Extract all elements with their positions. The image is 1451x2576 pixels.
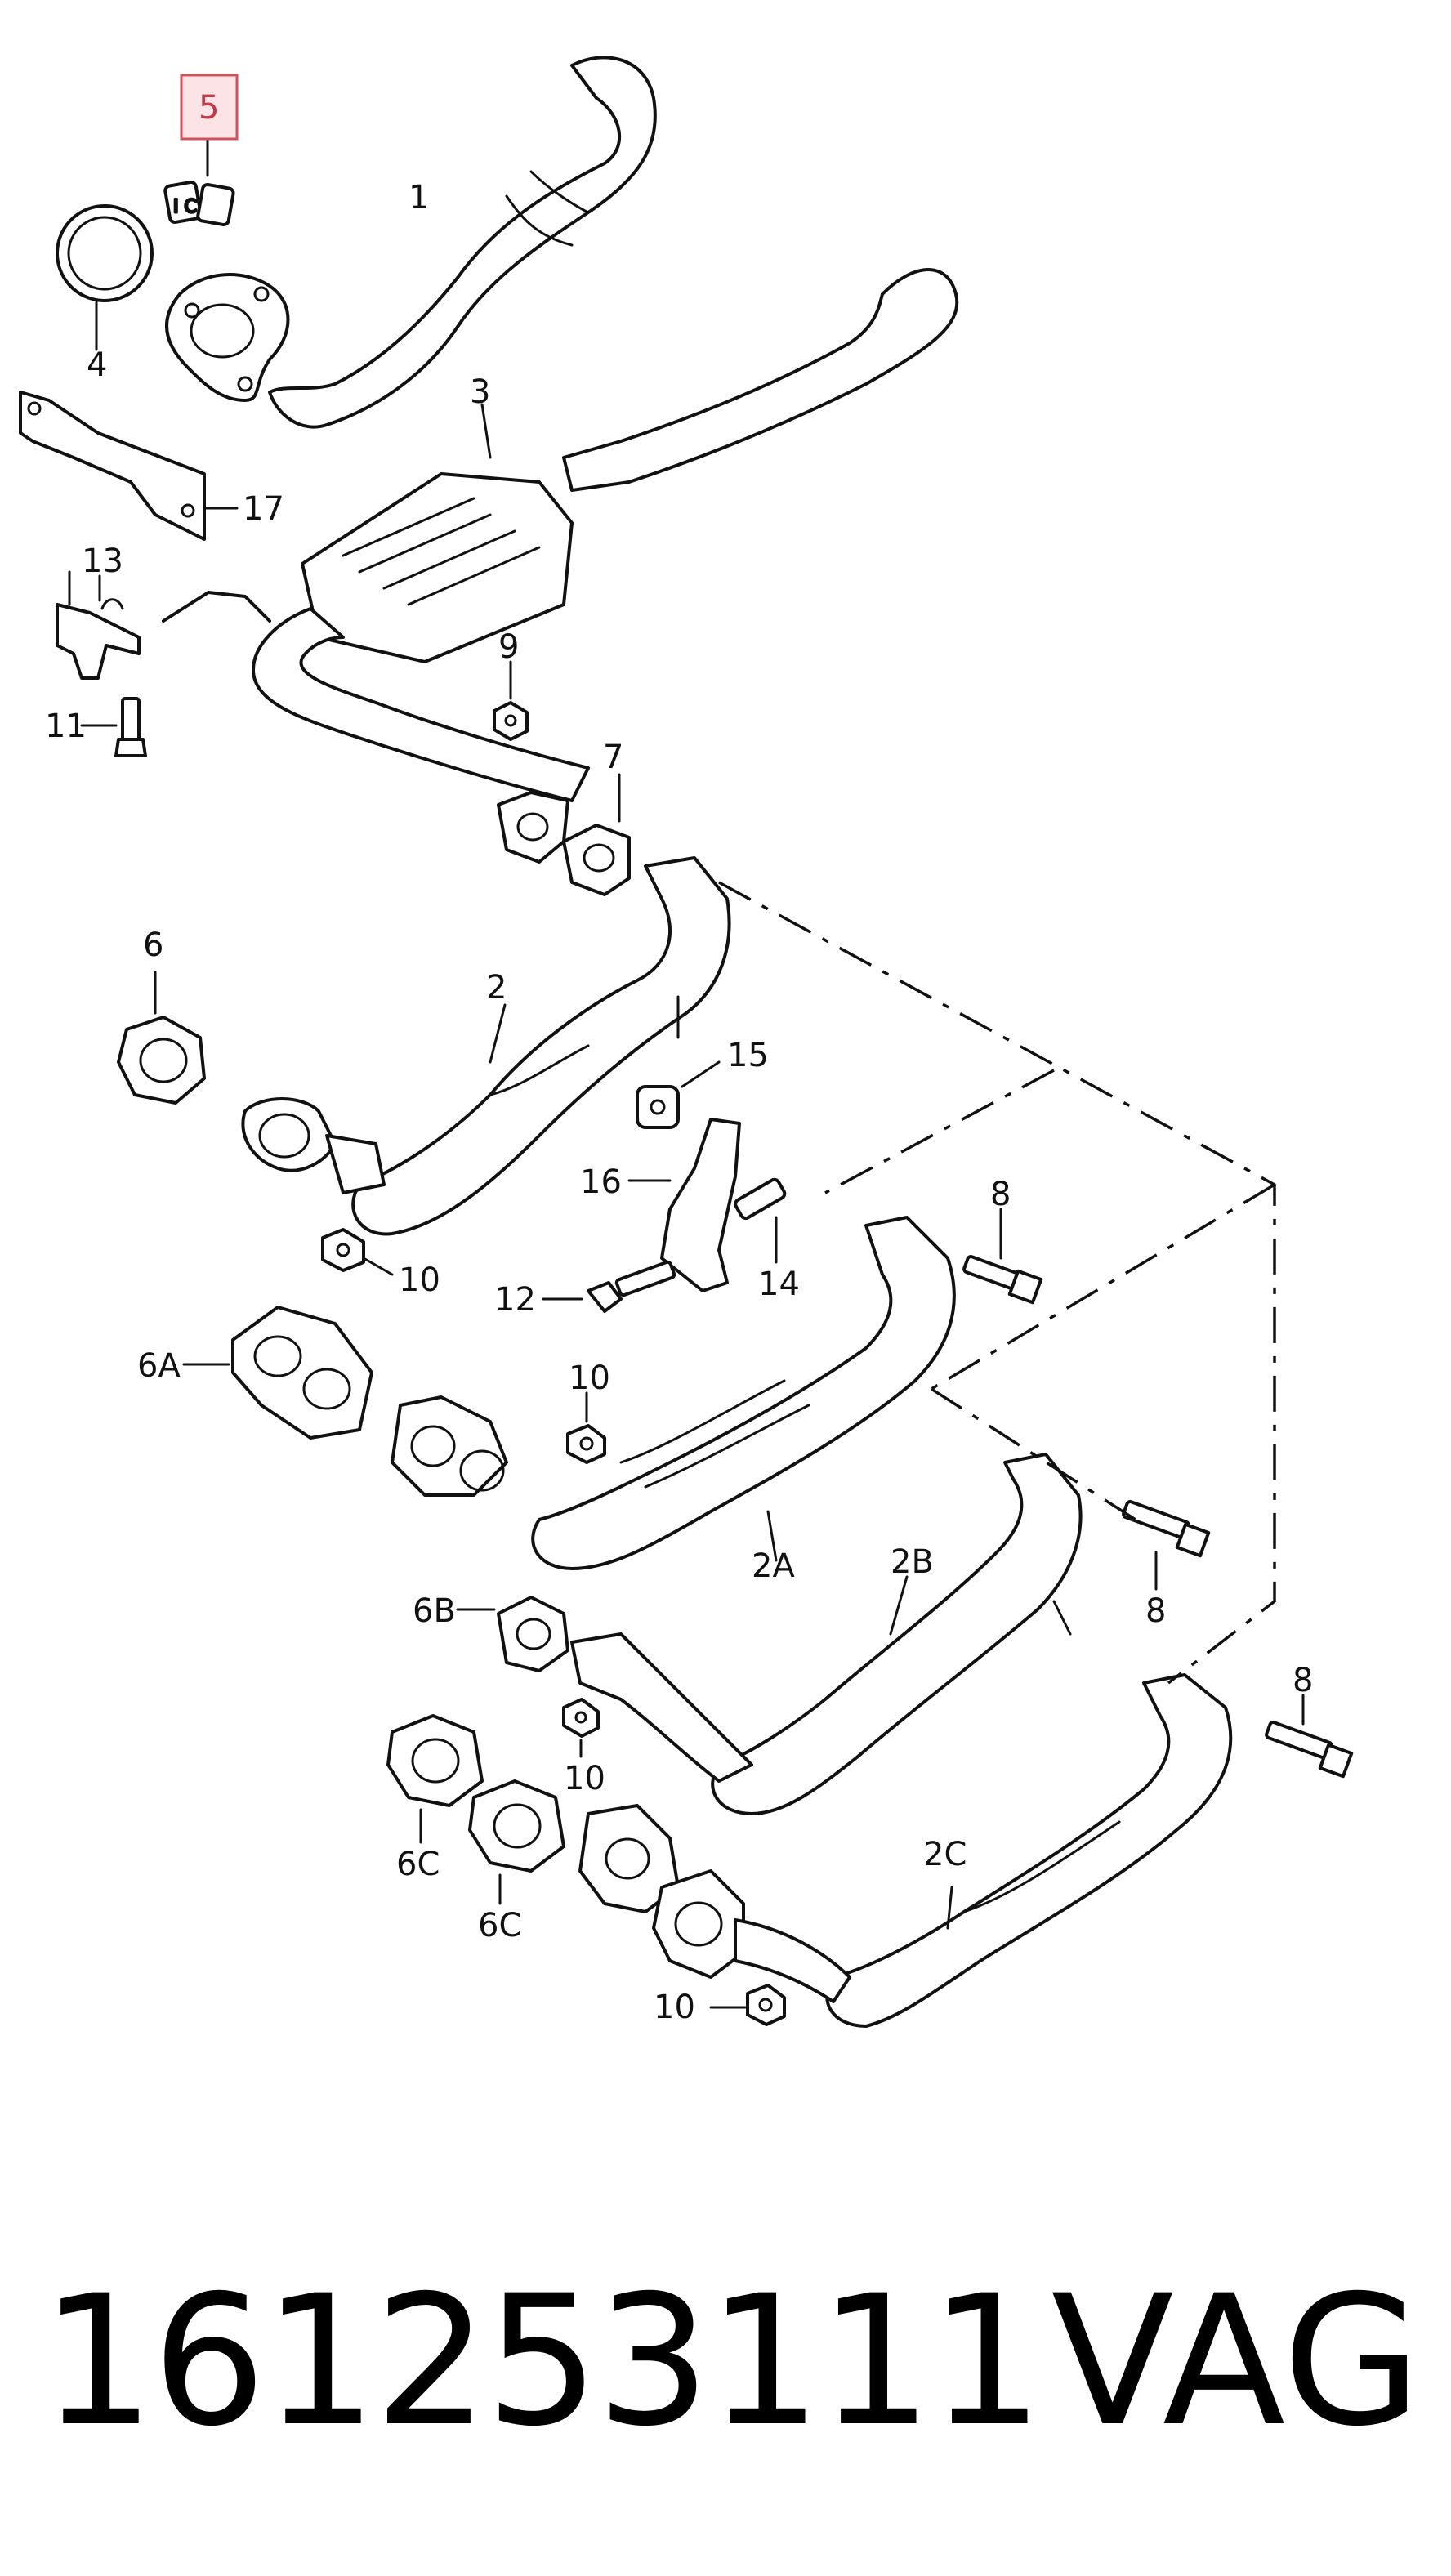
part-4-ring-gasket[interactable]: [44, 193, 166, 351]
label-6: 6: [143, 926, 163, 964]
label-2B: 2B: [891, 1543, 934, 1581]
label-16: 16: [580, 1163, 622, 1201]
part-6C-gasket-left[interactable]: [386, 1714, 484, 1844]
label-2A: 2A: [752, 1547, 795, 1585]
callout-part-5[interactable]: 5: [180, 74, 239, 141]
part-16-bracket[interactable]: [627, 1118, 741, 1292]
part-6-gasket[interactable]: [117, 971, 206, 1105]
label-2: 2: [486, 969, 507, 1007]
label-10-d: 10: [654, 1989, 695, 2026]
part-6A-gasket[interactable]: [182, 1306, 373, 1440]
label-15: 15: [727, 1037, 769, 1074]
part-2C-pipe[interactable]: [578, 1673, 1233, 2028]
hanger-rod: [162, 591, 271, 623]
part-6B-gasket[interactable]: [456, 1596, 569, 1672]
part-8-bolt-lower[interactable]: [1265, 1694, 1354, 1779]
label-14: 14: [758, 1266, 800, 1303]
label-6B: 6B: [413, 1592, 456, 1630]
label-4: 4: [87, 346, 107, 384]
svg-text:I C: I C: [173, 197, 197, 217]
label-6C-right: 6C: [478, 1907, 521, 1944]
part-9-nut[interactable]: [493, 660, 529, 741]
label-6C-left: 6C: [396, 1846, 440, 1883]
brand-name: VAG: [1051, 2257, 1422, 2466]
label-8-middle: 8: [1145, 1592, 1166, 1630]
assembly-guide-lines: [718, 881, 1276, 1685]
part-12-bolt[interactable]: [542, 1260, 676, 1313]
part-2-intermediate-pipe[interactable]: [241, 856, 731, 1236]
label-10-b: 10: [569, 1359, 610, 1397]
label-3: 3: [470, 373, 490, 411]
part-labels: 1 2 2A 2B 2C 3 4 6 6A 6B 6C 6C 7 8 8 8 9…: [45, 179, 1313, 2026]
label-11: 11: [45, 708, 87, 745]
part-11-bolt[interactable]: [80, 697, 147, 757]
part-10-nut-a[interactable]: [321, 1228, 394, 1276]
part-8-bolt-upper[interactable]: [962, 1208, 1043, 1305]
label-12: 12: [494, 1281, 536, 1319]
part-2A-pipe[interactable]: [391, 1216, 956, 1570]
part-7-gasket[interactable]: [497, 773, 631, 896]
label-10-c: 10: [564, 1760, 605, 1797]
part-1-flange[interactable]: [165, 273, 290, 402]
label-6A: 6A: [137, 1347, 181, 1385]
part-5-clamp[interactable]: I C: [163, 139, 235, 226]
part-10-nut-d[interactable]: [709, 1984, 786, 2026]
part-8-bolt-middle[interactable]: [1122, 1500, 1211, 1591]
part-6C-gasket-right[interactable]: [468, 1779, 565, 1905]
part-10-nut-c[interactable]: [562, 1698, 600, 1758]
label-10-a: 10: [399, 1261, 440, 1299]
label-13: 13: [82, 542, 123, 580]
part-17-bracket[interactable]: [19, 391, 239, 541]
label-1: 1: [409, 179, 429, 217]
label-17: 17: [243, 490, 284, 528]
label-8-upper: 8: [990, 1176, 1011, 1213]
part-15-mount[interactable]: [636, 1060, 721, 1129]
part-1-front-pipe[interactable]: [268, 56, 657, 429]
label-5: 5: [199, 89, 219, 127]
footer: 161253111 VAG: [41, 2255, 1422, 2467]
part-13-hanger[interactable]: [56, 570, 141, 680]
part-10-nut-b[interactable]: [566, 1391, 606, 1464]
part-14-stud[interactable]: [734, 1177, 787, 1264]
label-7: 7: [603, 739, 623, 776]
label-9: 9: [498, 628, 519, 666]
label-8-lower: 8: [1293, 1662, 1313, 1699]
part-number: 161253111: [41, 2257, 1044, 2466]
part-3-catalytic-converter[interactable]: [252, 268, 959, 802]
part-2B-pipe[interactable]: [570, 1453, 1083, 1815]
label-2C: 2C: [923, 1836, 967, 1873]
